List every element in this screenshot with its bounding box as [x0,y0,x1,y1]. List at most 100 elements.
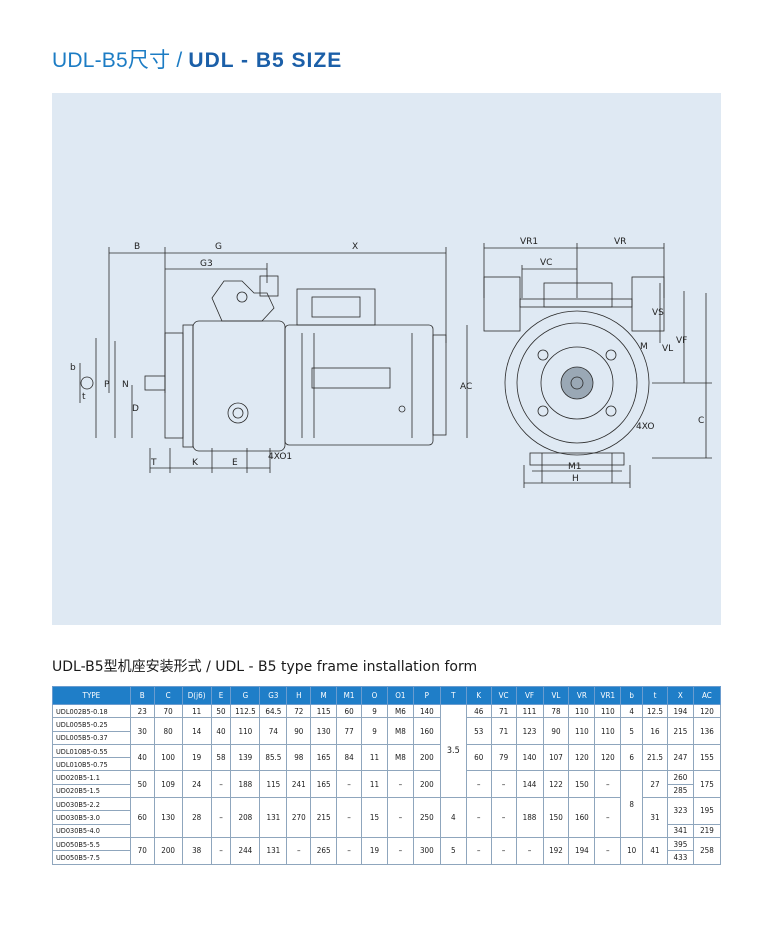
cell-m1: 60 [336,703,363,719]
cell-c: 70 [153,703,183,719]
cell-b-upper: 23 [129,703,155,719]
cell-g: 188 [230,770,261,799]
cell-o: 9 [361,717,388,745]
cell-o1: M8 [386,743,414,772]
cell-ac: 195 [692,797,722,825]
dim-4XO1: 4XO1 [268,452,292,462]
cell-vl: 150 [542,797,570,838]
col-header-t-lower: t [642,686,668,705]
cell-g3: 85.5 [259,743,288,772]
cell-g: 110 [230,717,261,745]
col-header-vr: VR [568,686,596,705]
cell-m1: 77 [336,717,363,745]
cell-p: 300 [412,836,441,865]
dim-D: D [132,404,139,414]
dim-AC: AC [460,382,472,392]
dim-VS: VS [652,308,664,318]
col-header-d: D(j6) [181,686,212,705]
col-header-b-lower: b [620,686,644,705]
cell-h: 98 [286,743,312,772]
cell-vc: 71 [490,703,517,719]
cell-m1: – [336,770,363,799]
cell-b-lower: 4 [620,703,644,719]
cell-c: 109 [153,770,183,799]
cell-k: – [465,770,492,799]
dim-VR1: VR1 [520,237,538,247]
cell-vf: 140 [515,743,544,772]
cell-m1: – [336,797,363,838]
cell-type: UDL010B5-0.75 [52,757,131,772]
cell-t-upper: 3.5 [439,703,467,799]
cell-vf: 188 [515,797,544,838]
cell-b-upper: 30 [129,717,155,745]
dim-P: P [104,380,110,390]
cell-ac: 175 [692,770,722,799]
dim-VR: VR [614,237,626,247]
cell-vr: 160 [568,797,596,838]
cell-p: 200 [412,770,441,799]
cell-d: 11 [181,703,212,719]
col-header-x: X [666,686,694,705]
table-header-row: TYPE B C D(j6) E G G3 H M M1 O O1 P T K … [52,686,722,705]
table-row: UD020B5-1.5 285 [52,783,721,799]
cell-o: 11 [361,743,388,772]
cell-e: 58 [210,743,232,772]
dimension-table: TYPE B C D(j6) E G G3 H M M1 O O1 P T K … [52,686,722,865]
cell-t-lower: 27 [642,770,668,799]
cell-t-upper: 5 [439,836,467,865]
cell-vf: 144 [515,770,544,799]
cell-g: 208 [230,797,261,838]
table-title: UDL-B5型机座安装形式 / UDL - B5 type frame inst… [52,659,478,675]
col-header-o: O [361,686,388,705]
cell-d: 38 [181,836,212,865]
dim-VF: VF [676,336,687,346]
col-header-vf: VF [515,686,544,705]
cell-c: 100 [153,743,183,772]
cell-vr: 150 [568,770,596,799]
cell-x: 433 [666,850,694,865]
col-header-c: C [153,686,183,705]
cell-ac: 219 [692,823,722,838]
table-row: UDL010B5-0.55 40 100 19 58 139 85.5 98 1… [52,743,722,772]
cell-type: UD030B5-4.0 [52,823,131,838]
cell-vf: – [515,836,544,865]
dim-M: M [640,342,648,352]
dim-E: E [232,458,238,468]
title-en: UDL - B5 SIZE [188,49,343,72]
cell-b-upper: 50 [129,770,155,799]
cell-vf: 111 [515,703,544,719]
cell-type: UDL005B5-0.37 [52,730,131,745]
cell-ac: 258 [692,836,722,865]
cell-m1: 84 [336,743,363,772]
col-header-ac: AC [692,686,722,705]
cell-b-lower: 6 [620,743,644,772]
cell-m: 165 [310,770,338,799]
cell-vc: – [490,797,517,838]
table-row: UD020B5-1.1 50 109 24 – 188 115 241 165 … [52,770,722,838]
cell-type: UD030B5-3.0 [52,810,131,825]
col-header-k: K [465,686,492,705]
cell-type: UDL002B5-0.18 [52,703,131,719]
cell-p: 160 [412,717,441,745]
cell-type: UDL005B5-0.25 [52,717,131,732]
cell-m: 115 [310,703,338,719]
cell-x: 395 [666,836,694,852]
dim-N: N [122,380,129,390]
cell-k: 60 [465,743,492,772]
cell-vl: 192 [542,836,570,865]
cell-x: 215 [666,717,694,745]
col-header-vr1: VR1 [594,686,622,705]
cell-b-lower: 10 [620,836,644,865]
cell-vr: 120 [568,743,596,772]
cell-c: 80 [153,717,183,745]
cell-h: 90 [286,717,312,745]
cell-vr: 194 [568,836,596,865]
cell-h: 270 [286,797,312,838]
col-header-m: M [310,686,338,705]
dim-G: G [215,242,222,252]
dim-B: B [134,242,140,252]
cell-vr: 110 [568,703,596,719]
cell-t-lower: 21.5 [642,743,668,772]
dim-t: t [82,392,86,402]
cell-g: 139 [230,743,261,772]
